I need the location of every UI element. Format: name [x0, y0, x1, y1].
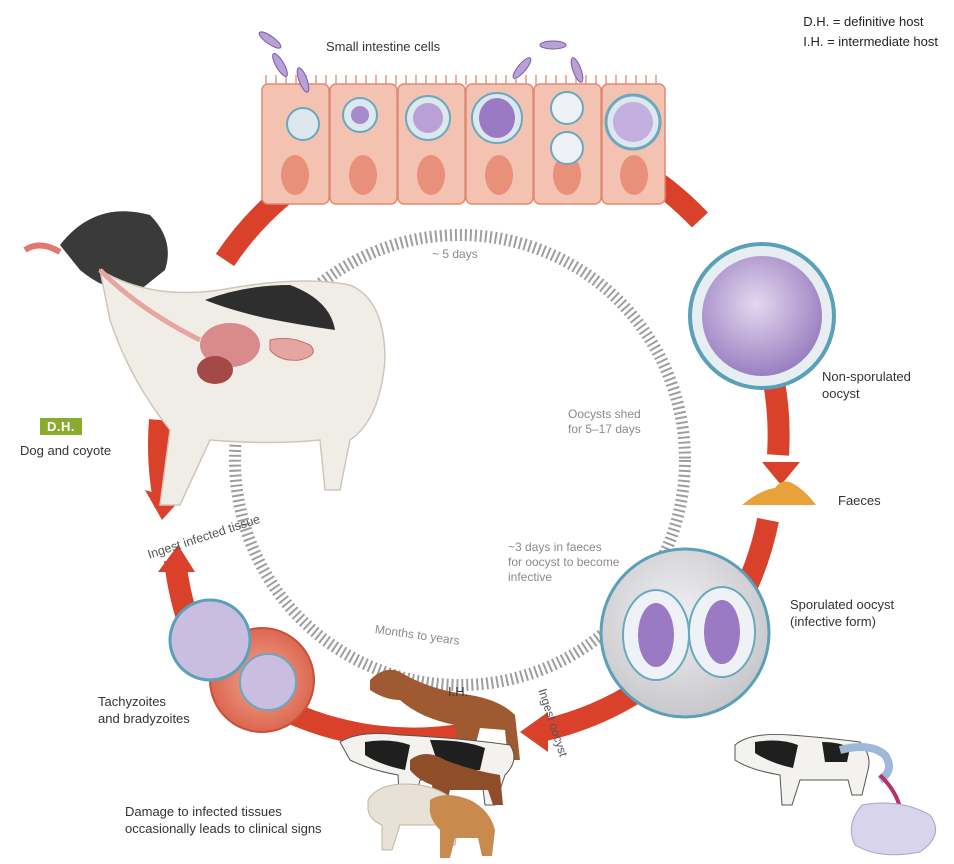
ih-label: I.H.: [448, 683, 468, 700]
legend: D.H. = definitive host I.H. = intermedia…: [803, 12, 938, 52]
dog-coyote-label: Dog and coyote: [20, 442, 111, 459]
cell-1: [262, 84, 329, 204]
small-intestine-cells: [257, 29, 665, 204]
dog-illustration: [25, 211, 385, 505]
cell-4: [466, 84, 533, 204]
damage-label: Damage to infected tissues occasionally …: [125, 803, 322, 837]
faeces-label: Faeces: [838, 492, 881, 509]
sporulated-oocyst: [601, 549, 769, 717]
sporulated-label: Sporulated oocyst (infective form): [790, 596, 894, 630]
cow-with-uterus: [735, 734, 936, 854]
three-days-label: ~3 days in faeces for oocyst to become i…: [508, 540, 619, 585]
oocysts-shed-label: Oocysts shed for 5–17 days: [568, 407, 641, 437]
legend-dh: D.H. = definitive host: [803, 12, 938, 32]
five-days-label: ~ 5 days: [432, 247, 478, 262]
non-sporulated-oocyst: [690, 244, 834, 388]
cell-3: [398, 84, 465, 204]
intermediate-hosts: [340, 670, 520, 858]
cell-5: [534, 84, 601, 204]
tachyzoites-label: Tachyzoites and bradyzoites: [98, 693, 190, 727]
dh-badge: D.H.: [40, 418, 82, 435]
non-sporulated-label: Non-sporulated oocyst: [822, 368, 911, 402]
tissue-cysts: [170, 600, 314, 732]
small-intestine-label: Small intestine cells: [326, 38, 440, 55]
cell-2: [330, 84, 397, 204]
cell-6: [602, 84, 665, 204]
legend-ih: I.H. = intermediate host: [803, 32, 938, 52]
faeces-icon: [742, 481, 816, 505]
